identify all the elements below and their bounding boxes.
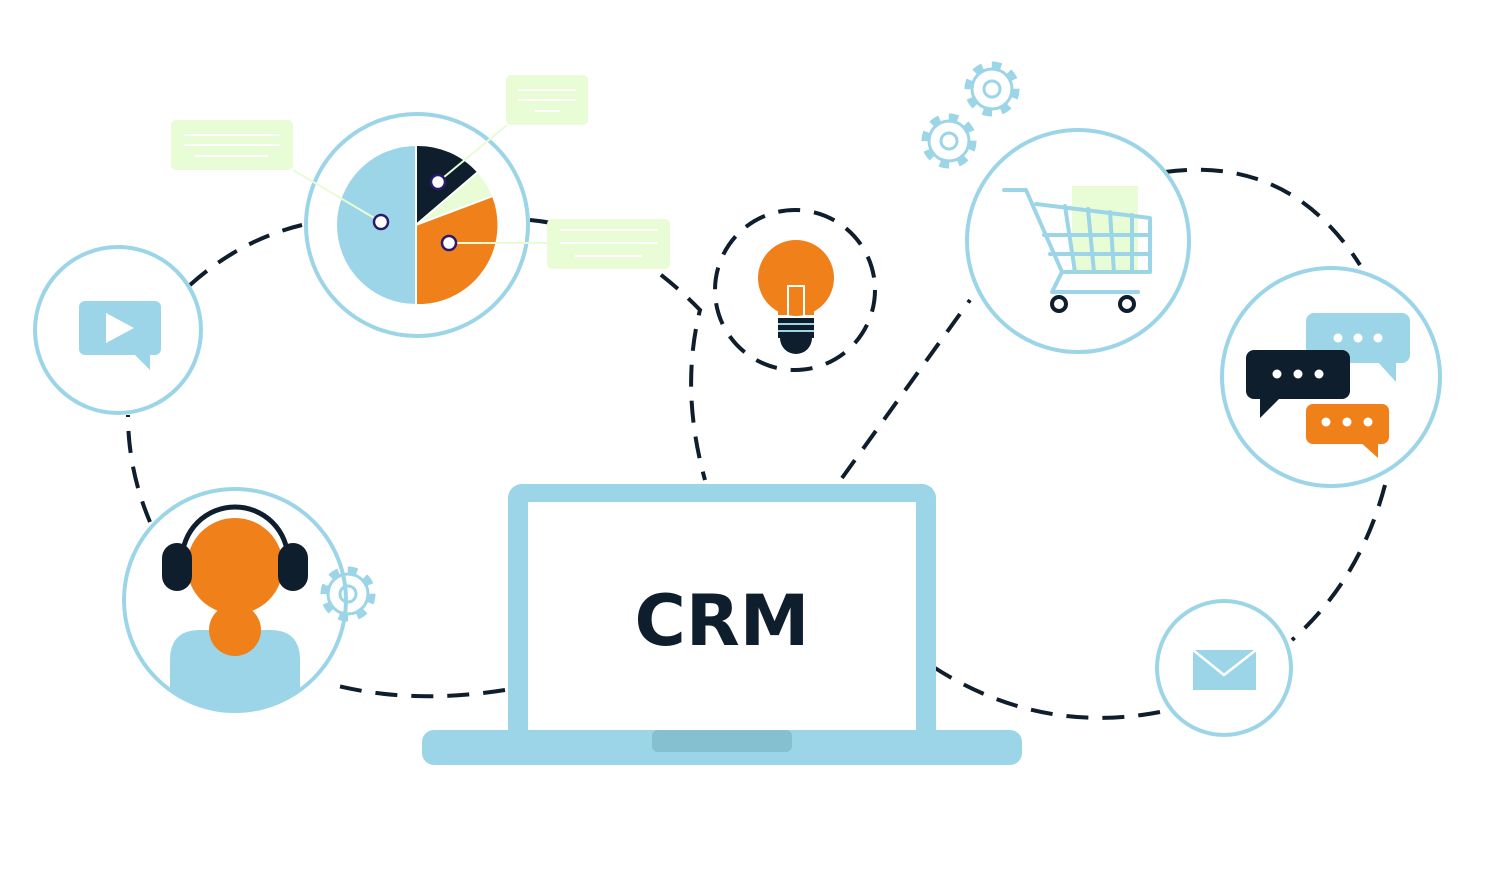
pie-marker [440,234,458,252]
connector-laptop-cart [840,298,972,480]
video-node [33,245,203,415]
pie-chart-node [171,75,670,338]
pie-marker [429,173,447,191]
chat-bubbles-icon [1246,313,1410,458]
gear-icon [964,61,1020,117]
laptop-screen [528,502,916,732]
pie-marker [372,213,390,231]
shopping-cart-icon [1002,186,1152,313]
support-agent-icon [162,504,308,710]
connector-chat-mail [1290,484,1387,642]
support-agent-node [122,487,348,713]
mail-icon [1192,649,1257,690]
mail-node [1155,599,1293,737]
laptop-screen-text: CRM [635,580,810,662]
gear-icon [320,566,376,622]
bulb-loop [713,208,877,372]
pie-slice-orange [415,194,500,307]
laptop: CRM [422,484,1022,765]
pie-chart-icon [335,143,500,307]
laptop-notch [652,730,792,752]
pie-slice-dark [415,143,480,228]
connector-agent-video [126,414,152,523]
connector-laptop-agent [329,682,506,699]
shopping-cart-node [965,128,1191,354]
gear-icon [921,113,977,169]
video-icon [79,301,161,370]
connector-mail-laptop [933,666,1161,720]
connector-video-pie [188,223,303,287]
connector-cart-chat [1164,167,1362,267]
lightbulb-icon [758,240,834,354]
chat-node [1220,266,1442,488]
